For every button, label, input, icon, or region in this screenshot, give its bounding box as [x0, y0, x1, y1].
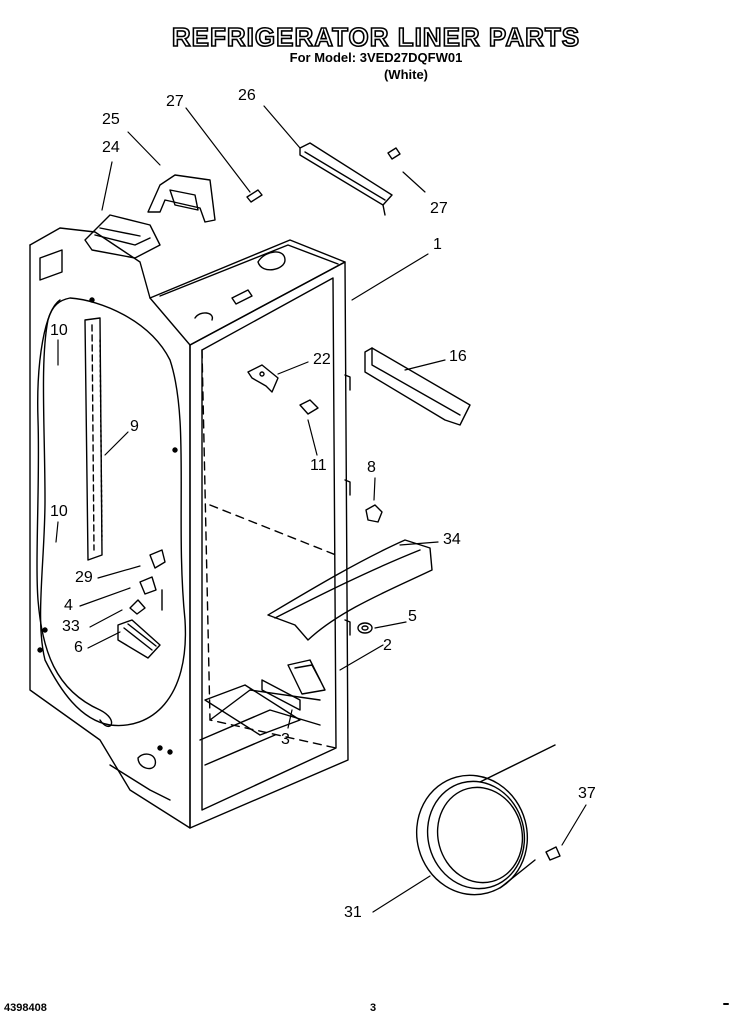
callout-22: 22 — [313, 351, 331, 368]
callout-37: 37 — [578, 785, 596, 802]
callout-8: 8 — [367, 459, 376, 476]
callout-3: 3 — [281, 731, 290, 748]
part-26-bracket — [299, 142, 393, 216]
liner-cabinet — [29, 227, 351, 829]
part-8-clip — [365, 504, 383, 523]
part-22-bracket — [247, 364, 279, 393]
callout-16: 16 — [449, 348, 467, 365]
callout-34: 34 — [443, 531, 461, 548]
callout-25: 25 — [102, 111, 120, 128]
part-11-screw — [299, 399, 319, 415]
callout-29: 29 — [75, 569, 93, 586]
callout-27-right: 27 — [430, 200, 448, 217]
callout-6: 6 — [74, 639, 83, 656]
part-24-25-assembly — [84, 174, 216, 259]
callout-4: 4 — [64, 597, 73, 614]
part-9-light-channel — [84, 317, 103, 561]
leader-lines — [55, 105, 587, 913]
doc-number: 4398408 — [4, 1002, 47, 1014]
callout-9: 9 — [130, 418, 139, 435]
callout-5: 5 — [408, 608, 417, 625]
callout-27-top: 27 — [166, 93, 184, 110]
callout-1: 1 — [433, 236, 442, 253]
part-5-nut — [357, 622, 373, 634]
model-line: For Model: 3VED27DQFW01 — [289, 50, 463, 65]
page-title: REFRIGERATOR LINER PARTS — [171, 21, 581, 53]
callout-26: 26 — [238, 87, 256, 104]
callout-33: 33 — [62, 618, 80, 635]
screws-27 — [246, 147, 401, 203]
part-3-bracket — [261, 679, 301, 711]
part-31-coil — [415, 744, 556, 896]
part-34-deflector — [267, 539, 433, 641]
color-line: (White) — [383, 67, 429, 82]
callout-11: 11 — [310, 457, 327, 474]
callout-10-top: 10 — [50, 322, 68, 339]
callout-2: 2 — [383, 637, 392, 654]
part-37-screw — [545, 846, 561, 861]
part-16-shelf-support — [364, 347, 471, 426]
part-2-bracket — [287, 659, 326, 695]
callout-31: 31 — [344, 904, 362, 921]
callout-10-bottom: 10 — [50, 503, 68, 520]
page-number: 3 — [370, 1002, 377, 1014]
light-assembly — [117, 549, 166, 659]
callout-24: 24 — [102, 139, 120, 156]
